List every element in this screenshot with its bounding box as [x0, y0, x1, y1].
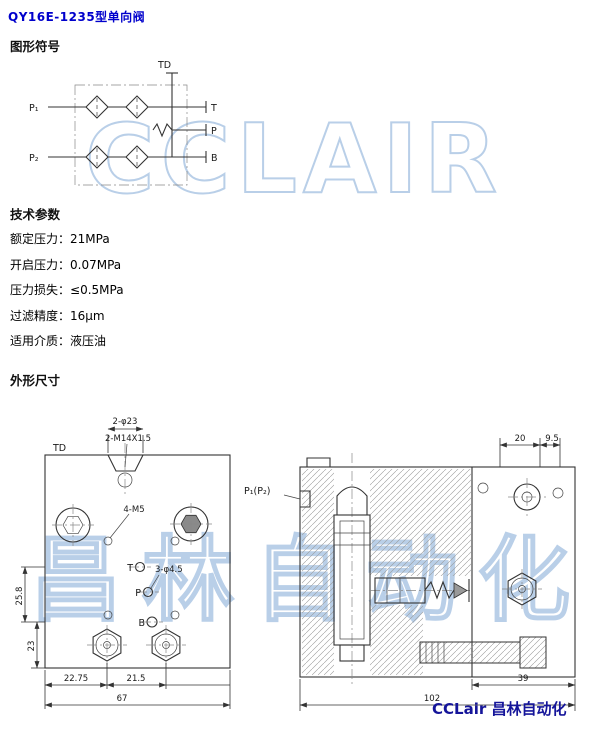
side-label-p1p2: P₁(P₂) — [244, 486, 271, 497]
dims-section-heading: 外形尺寸 — [10, 373, 61, 388]
front-label-td: TD — [52, 443, 66, 454]
symbol-section-heading: 图形符号 — [10, 39, 61, 54]
side-bolt — [419, 636, 547, 669]
front-hex-plugs — [87, 625, 186, 665]
dim-21-5: 21.5 — [127, 674, 146, 684]
param-value: 0.07MPa — [70, 257, 122, 272]
port-label-p2: P₂ — [29, 153, 39, 164]
side-section-drawing: P₁(P₂) 20 9.5 39 102 — [244, 434, 576, 711]
param-value: 液压油 — [70, 334, 107, 348]
side-right-features — [477, 478, 564, 609]
front-m5-holes — [103, 513, 180, 620]
port-label-b: B — [211, 153, 218, 164]
param-value: 16μm — [70, 308, 105, 323]
side-check-valve — [370, 577, 472, 604]
dim-drain-holes: 3-φ4.5 — [155, 565, 183, 575]
param-value: 21MPa — [70, 232, 110, 246]
param-medium: 适用介质：液压油 — [10, 329, 124, 355]
param-label: 过滤精度： — [10, 308, 71, 323]
dim-m5: 4-M5 — [123, 505, 144, 515]
dim-20: 20 — [515, 434, 526, 444]
port-label-t: T — [210, 103, 217, 114]
front-label-t: T — [126, 563, 133, 574]
param-filtration: 过滤精度：16μm — [10, 304, 124, 330]
param-label: 适用介质： — [10, 334, 71, 348]
dim-25-8: 25.8 — [15, 587, 25, 606]
page-title: QY16E-1235型单向阀 — [8, 10, 146, 24]
side-hatching — [302, 469, 471, 675]
side-dimensions — [283, 438, 576, 711]
front-port-holes — [129, 561, 163, 628]
param-rated-pressure: 额定压力：21MPa — [10, 227, 124, 253]
param-label: 额定压力： — [10, 232, 71, 246]
technical-parameters-list: 额定压力：21MPa 开启压力：0.07MPa 压力损失：≤0.5MPa 过滤精… — [10, 227, 124, 355]
param-value: ≤0.5MPa — [70, 283, 124, 297]
port-label-p: P — [211, 126, 217, 137]
dim-102: 102 — [424, 694, 440, 704]
front-label-p: P — [135, 588, 141, 599]
brand-footer: CCLair 昌林自动化 — [432, 700, 567, 718]
port-label-p1: P₁ — [29, 103, 39, 114]
hydraulic-symbol-diagram: TD P₁ P₂ T P B — [29, 60, 218, 186]
param-opening-pressure: 开启压力：0.07MPa — [10, 253, 124, 279]
front-counterbore-holes — [52, 503, 212, 546]
param-pressure-loss: 压力损失：≤0.5MPa — [10, 278, 124, 304]
dim-thread: 2-M14X1.5 — [105, 434, 151, 444]
front-view-drawing: 2-φ23 2-M14X1.5 TD 4-M5 T P B 3-φ4.5 25.… — [15, 417, 231, 709]
front-dimensions — [21, 426, 231, 709]
dim-counterbore: 2-φ23 — [113, 417, 138, 427]
check-element-dashes — [96, 98, 138, 166]
dim-22-75: 22.75 — [64, 674, 88, 684]
param-label: 开启压力： — [10, 257, 71, 272]
front-label-b: B — [138, 618, 145, 629]
symbol-flow-lines — [48, 72, 207, 169]
param-label: 压力损失： — [10, 283, 71, 297]
dim-67: 67 — [117, 694, 128, 704]
dim-9-5: 9.5 — [545, 434, 559, 444]
front-block-outline — [44, 443, 231, 669]
symbol-envelope-box — [74, 84, 188, 186]
side-cartridge — [333, 453, 371, 685]
dim-23: 23 — [27, 641, 37, 652]
port-label-td: TD — [157, 60, 171, 71]
params-section-heading: 技术参数 — [10, 207, 61, 222]
dim-39: 39 — [518, 674, 529, 684]
